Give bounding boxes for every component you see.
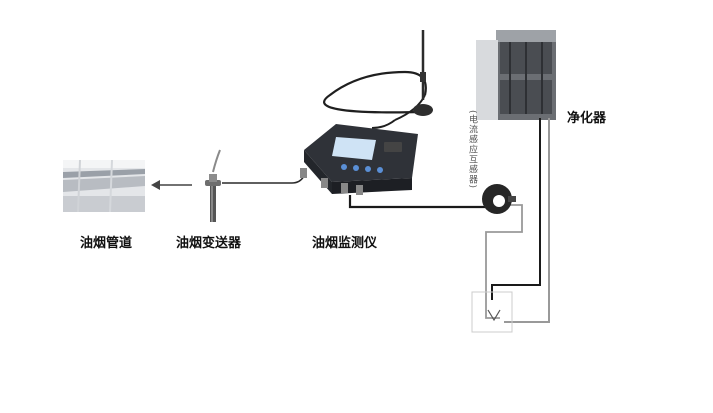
power-cable-gray <box>504 118 550 323</box>
power-cable-gray-loop <box>485 204 523 319</box>
antenna-icon <box>323 30 433 129</box>
monitor-label: 油烟监测仪 <box>312 236 378 251</box>
signal-cable <box>222 175 305 184</box>
transmitter-label: 油烟变送器 <box>176 236 242 251</box>
ct-note-label: (电流感应互感器) <box>467 110 477 190</box>
monitor-device <box>300 124 418 195</box>
current-clamp-icon <box>482 184 516 214</box>
power-outlet <box>471 291 513 333</box>
arrow-left-icon <box>151 180 192 190</box>
transmitter-probe <box>205 149 221 222</box>
monitor-button <box>353 165 359 171</box>
ct-cable <box>348 195 488 209</box>
duct-image <box>63 159 145 213</box>
monitor-button <box>341 164 347 170</box>
monitor-button <box>365 166 371 172</box>
plug-icon <box>300 168 363 195</box>
purifier-label: 净化器 <box>567 111 607 126</box>
duct-label: 油烟管道 <box>80 236 133 251</box>
monitor-button <box>377 167 383 173</box>
monitor-screen <box>332 137 376 160</box>
purifier-image <box>476 30 556 120</box>
